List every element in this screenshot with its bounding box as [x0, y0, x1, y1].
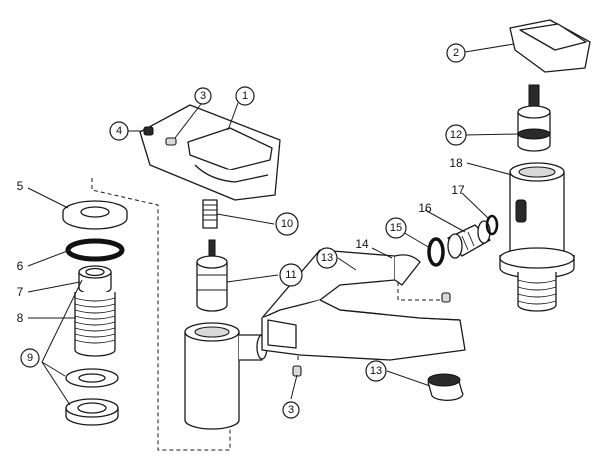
callout-3-bottom: 3	[282, 401, 300, 419]
waste-seal-part-6	[65, 238, 125, 262]
callout-3-bottom-text: 3	[288, 404, 294, 416]
grub-screw-part-4	[143, 126, 154, 136]
callout-1: 1	[235, 86, 255, 106]
waste-nut-part-7	[78, 265, 112, 295]
handle-lever-part-1	[139, 104, 281, 201]
callout-4: 4	[109, 121, 129, 141]
callout-12-text: 12	[450, 129, 462, 141]
callout-10: 10	[275, 212, 299, 236]
callout-4-text: 4	[116, 125, 122, 137]
label-18: 18	[449, 156, 463, 170]
label-8: 8	[17, 311, 24, 325]
small-screw-part-3	[165, 137, 177, 146]
plain-labels: 5 6 7 8 14 16 17 18	[17, 156, 465, 325]
o-ring-part-17	[485, 214, 499, 236]
waste-threaded-body-part-8	[74, 292, 116, 357]
callout-12: 12	[445, 124, 467, 146]
label-16: 16	[418, 201, 432, 215]
label-17: 17	[451, 183, 465, 197]
label-6: 6	[17, 259, 24, 273]
callout-11-text: 11	[285, 269, 296, 281]
callout-3-top-text: 3	[200, 90, 206, 102]
waste-washer-part-9a	[65, 368, 119, 388]
leader-lines	[27, 43, 519, 406]
callout-15: 15	[385, 217, 407, 239]
spout-part-14	[261, 249, 466, 361]
callout-13-top-text: 13	[321, 252, 333, 264]
waste-flange-part-5	[62, 200, 128, 230]
handle-lever-part-2	[509, 19, 591, 73]
mixer-body-left	[184, 322, 268, 430]
callout-10-text: 10	[281, 218, 293, 230]
cartridge-left-part-11	[196, 239, 228, 312]
callout-2-text: 2	[453, 47, 459, 59]
callout-11: 11	[279, 263, 303, 287]
label-5: 5	[17, 179, 24, 193]
callout-3-top: 3	[194, 87, 212, 105]
valve-body-part-18	[499, 162, 575, 312]
waste-backnut-part-9b	[65, 398, 119, 426]
callout-13-top: 13	[316, 247, 338, 269]
spline-adapter-part-10	[202, 199, 218, 229]
aerator-part-13	[427, 373, 464, 401]
label-7: 7	[17, 285, 24, 299]
label-14: 14	[355, 237, 369, 251]
callout-2: 2	[446, 43, 466, 63]
callout-13-bottom-text: 13	[370, 365, 382, 377]
callout-15-text: 15	[390, 222, 402, 234]
callout-13-bottom: 13	[365, 360, 387, 382]
cartridge-right-part-12	[517, 84, 551, 152]
grub-screw-part-3b	[292, 365, 302, 377]
callout-9: 9	[20, 348, 40, 368]
o-ring-part-15	[427, 237, 445, 267]
small-screw-right	[441, 292, 451, 303]
callout-9-text: 9	[27, 352, 33, 364]
callout-1-text: 1	[242, 90, 248, 102]
